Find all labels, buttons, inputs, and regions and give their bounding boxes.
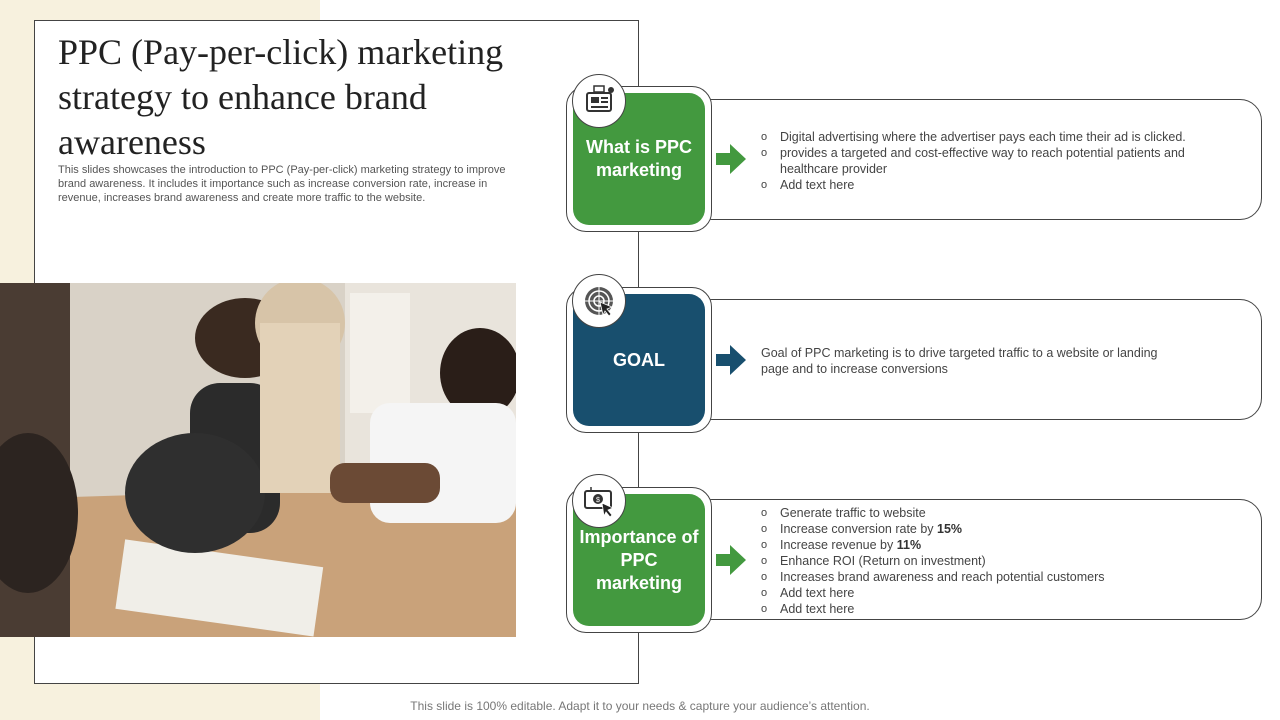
list-item: Increases brand awareness and reach pote…: [761, 569, 1201, 585]
footer-note: This slide is 100% editable. Adapt it to…: [410, 699, 870, 713]
arrow-right-icon: [716, 144, 746, 174]
label-what-is-ppc: What is PPC marketing: [573, 93, 705, 225]
list-item: Generate traffic to website: [761, 505, 1201, 521]
list-item: Add text here: [761, 585, 1201, 601]
list-item: Enhance ROI (Return on investment): [761, 553, 1201, 569]
goal-text: Goal of PPC marketing is to drive target…: [761, 346, 1158, 376]
pay-per-click-icon: $: [572, 474, 626, 528]
list-item: Add text here: [761, 601, 1201, 617]
slide-subtitle: This slides showcases the introduction t…: [58, 164, 506, 204]
section-panel-goal: [690, 299, 1262, 420]
svg-text:$: $: [596, 497, 600, 504]
list-item: Digital advertising where the advertiser…: [761, 129, 1209, 145]
list-item: Add text here: [761, 177, 1209, 193]
list-item: Increase conversion rate by 15%: [761, 521, 1201, 537]
arrow-right-icon: [716, 545, 746, 575]
target-icon: [572, 274, 626, 328]
list-item: provides a targeted and cost-effective w…: [761, 145, 1209, 177]
slide-title: PPC (Pay-per-click) marketing strategy t…: [58, 32, 504, 162]
team-photo: [0, 283, 516, 637]
list-item: Increase revenue by 11%: [761, 537, 1201, 553]
online-ads-icon: [572, 74, 626, 128]
what-is-ppc-bullets: Digital advertising where the advertiser…: [761, 129, 1209, 193]
arrow-right-icon: [716, 345, 746, 375]
importance-bullets: Generate traffic to website Increase con…: [761, 505, 1201, 617]
